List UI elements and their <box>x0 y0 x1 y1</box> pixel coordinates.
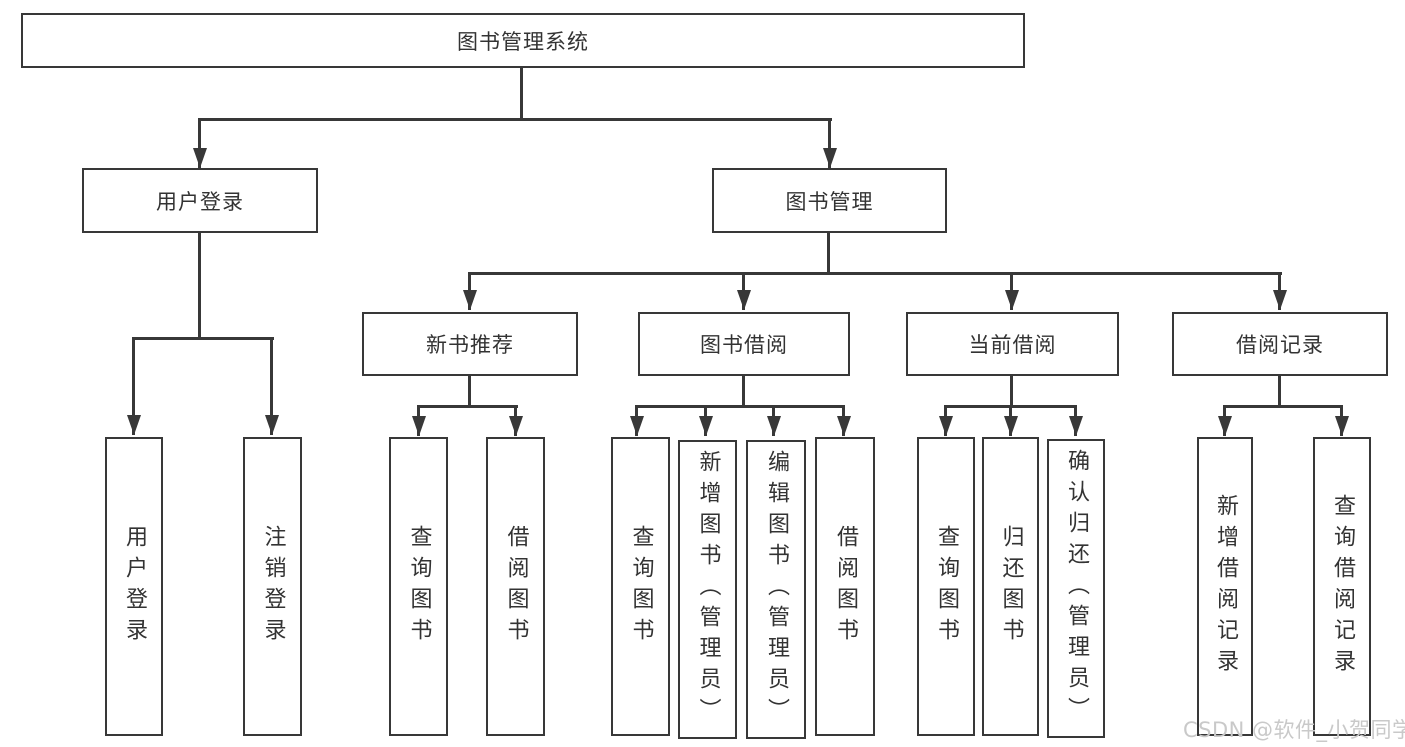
connector-line <box>198 233 201 339</box>
connector-arrow <box>1074 405 1077 436</box>
connector-arrow <box>1010 272 1013 310</box>
leaf-label: 查询图书 <box>406 524 432 649</box>
node-borrow-records: 借阅记录 <box>1172 312 1388 376</box>
connector-arrow <box>742 272 745 310</box>
leaf-label: 查询借阅记录 <box>1330 493 1355 680</box>
leaf-return-book: 归还图书 <box>982 437 1039 736</box>
leaf-query-books: 查询图书 <box>611 437 670 736</box>
leaf-label: 查询图书 <box>628 524 654 649</box>
connector-line <box>132 337 274 340</box>
connector-arrow <box>270 337 273 435</box>
node-book-management-system: 图书管理系统 <box>21 13 1025 68</box>
connector-line <box>1010 376 1013 407</box>
leaf-query-books: 查询图书 <box>917 437 975 736</box>
connector-arrow <box>468 272 471 310</box>
connector-arrow <box>1278 272 1281 310</box>
connector-arrow <box>1009 405 1012 436</box>
leaf-label: 编辑图书（管理员） <box>764 450 789 729</box>
connector-line <box>468 272 1282 275</box>
leaf-query-books: 查询图书 <box>389 437 448 736</box>
leaf-borrow-books: 借阅图书 <box>815 437 875 736</box>
leaf-add-borrow-record: 新增借阅记录 <box>1197 437 1253 736</box>
connector-line <box>198 118 832 121</box>
connector-arrow <box>132 337 135 435</box>
connector-arrow <box>417 405 420 436</box>
connector-arrow <box>514 405 517 436</box>
leaf-edit-book-admin: 编辑图书（管理员） <box>746 440 806 739</box>
connector-arrow <box>1340 405 1343 436</box>
connector-line <box>827 233 830 274</box>
node-new-book-recommend: 新书推荐 <box>362 312 578 376</box>
node-book-borrowing: 图书借阅 <box>638 312 850 376</box>
leaf-user-login: 用户登录 <box>105 437 163 736</box>
connector-line <box>636 405 845 408</box>
node-book-management-group: 图书管理 <box>712 168 947 233</box>
leaf-borrow-books: 借阅图书 <box>486 437 545 736</box>
connector-line <box>418 405 518 408</box>
connector-arrow <box>842 405 845 436</box>
connector-arrow <box>772 405 775 436</box>
leaf-confirm-return-admin: 确认归还（管理员） <box>1047 439 1105 738</box>
connector-arrow <box>198 118 201 168</box>
connector-arrow <box>1223 405 1226 436</box>
leaf-label: 借阅图书 <box>503 524 529 649</box>
leaf-label: 确认归还（管理员） <box>1064 449 1089 728</box>
leaf-label: 新增借阅记录 <box>1213 493 1238 680</box>
leaf-add-book-admin: 新增图书（管理员） <box>678 440 737 739</box>
csdn-watermark: CSDN @软件_小贺同学 <box>1183 718 1405 742</box>
node-current-borrowing: 当前借阅 <box>906 312 1119 376</box>
node-user-login-group: 用户登录 <box>82 168 318 233</box>
connector-arrow <box>635 405 638 436</box>
connector-arrow <box>704 405 707 436</box>
connector-arrow <box>828 118 831 168</box>
leaf-label: 用户登录 <box>122 524 147 649</box>
leaf-label: 归还图书 <box>998 524 1024 649</box>
leaf-label: 借阅图书 <box>833 524 858 649</box>
connector-line <box>520 68 523 120</box>
leaf-label: 新增图书（管理员） <box>695 450 721 729</box>
leaf-query-borrow-record: 查询借阅记录 <box>1313 437 1371 736</box>
leaf-logout: 注销登录 <box>243 437 302 736</box>
leaf-label: 注销登录 <box>260 524 286 649</box>
connector-line <box>1278 376 1281 407</box>
leaf-label: 查询图书 <box>934 524 959 649</box>
connector-line <box>1223 405 1343 408</box>
connector-line <box>742 376 745 407</box>
connector-arrow <box>944 405 947 436</box>
connector-line <box>468 376 471 407</box>
